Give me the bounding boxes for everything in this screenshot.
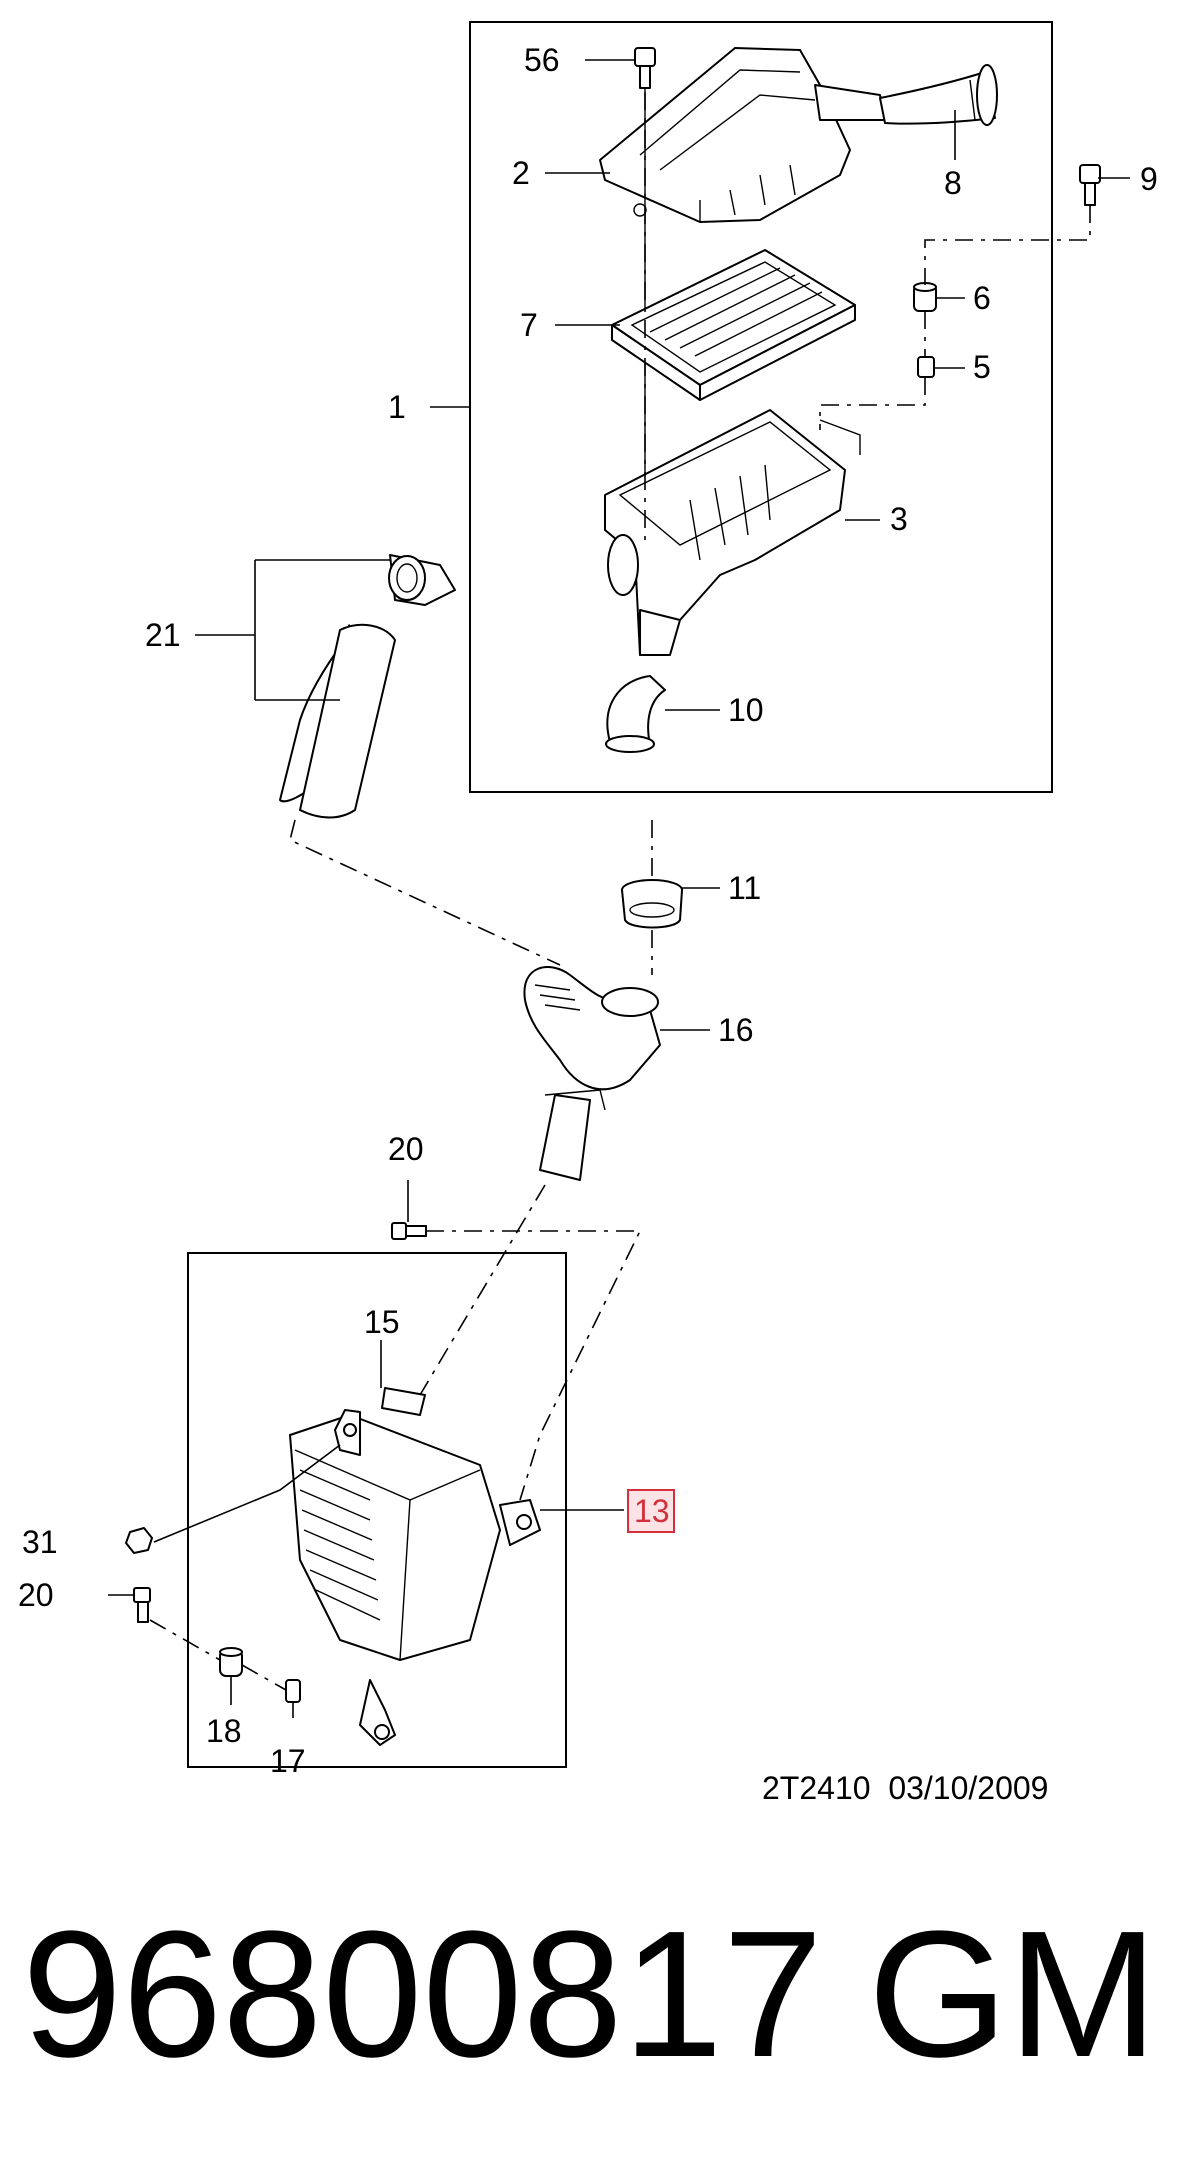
intake-duct-8 bbox=[879, 64, 998, 126]
callout-18[interactable]: 18 bbox=[206, 1713, 242, 1749]
bolt-20-upper bbox=[391, 1222, 427, 1240]
exploded-parts-diagram: 56 2 8 9 6 7 5 1 3 21 10 11 16 20 15 31 … bbox=[18, 21, 1158, 1779]
grommet-6 bbox=[913, 282, 937, 312]
callout-20-lower[interactable]: 20 bbox=[18, 1577, 54, 1613]
callout-8[interactable]: 8 bbox=[944, 165, 962, 201]
bolt-9 bbox=[1079, 164, 1101, 206]
callout-10[interactable]: 10 bbox=[728, 692, 764, 728]
nut-31 bbox=[125, 1527, 153, 1554]
callout-9[interactable]: 9 bbox=[1140, 161, 1158, 197]
callout-56[interactable]: 56 bbox=[524, 42, 560, 78]
elbow-10 bbox=[605, 675, 666, 753]
air-cleaner-housing-3 bbox=[604, 409, 861, 656]
callout-13[interactable]: 13 bbox=[634, 1493, 670, 1529]
hose-21 bbox=[279, 554, 456, 819]
callout-5[interactable]: 5 bbox=[973, 349, 991, 385]
bolt-20-lower bbox=[133, 1587, 151, 1623]
diagram-reference-date: 2T2410 03/10/2009 bbox=[762, 1770, 1049, 1806]
collar-11 bbox=[621, 879, 683, 929]
grommet-18 bbox=[219, 1647, 243, 1677]
callout-2[interactable]: 2 bbox=[512, 155, 530, 191]
callout-21[interactable]: 21 bbox=[145, 617, 181, 653]
callout-15[interactable]: 15 bbox=[364, 1304, 400, 1340]
callout-20-upper[interactable]: 20 bbox=[388, 1131, 424, 1167]
callout-3[interactable]: 3 bbox=[890, 501, 908, 537]
callout-31[interactable]: 31 bbox=[22, 1524, 58, 1560]
callout-7[interactable]: 7 bbox=[520, 307, 538, 343]
callout-17[interactable]: 17 bbox=[270, 1743, 306, 1779]
band-15 bbox=[381, 1387, 426, 1416]
callout-16[interactable]: 16 bbox=[718, 1012, 754, 1048]
brand-name: GM bbox=[868, 1894, 1158, 2095]
filter-element-7 bbox=[611, 249, 856, 401]
callout-13-highlight[interactable]: 13 bbox=[627, 1489, 675, 1533]
resonator-13 bbox=[289, 1409, 541, 1746]
callout-1[interactable]: 1 bbox=[388, 389, 406, 425]
callout-11[interactable]: 11 bbox=[728, 870, 761, 906]
bushing-17 bbox=[285, 1679, 301, 1703]
callout-13-box bbox=[627, 1489, 675, 1533]
part-number: 96800817 bbox=[22, 1894, 823, 2095]
bushing-5 bbox=[917, 356, 935, 378]
resonator-duct-16 bbox=[523, 966, 661, 1181]
air-cleaner-cover bbox=[599, 47, 886, 223]
callout-6[interactable]: 6 bbox=[973, 280, 991, 316]
